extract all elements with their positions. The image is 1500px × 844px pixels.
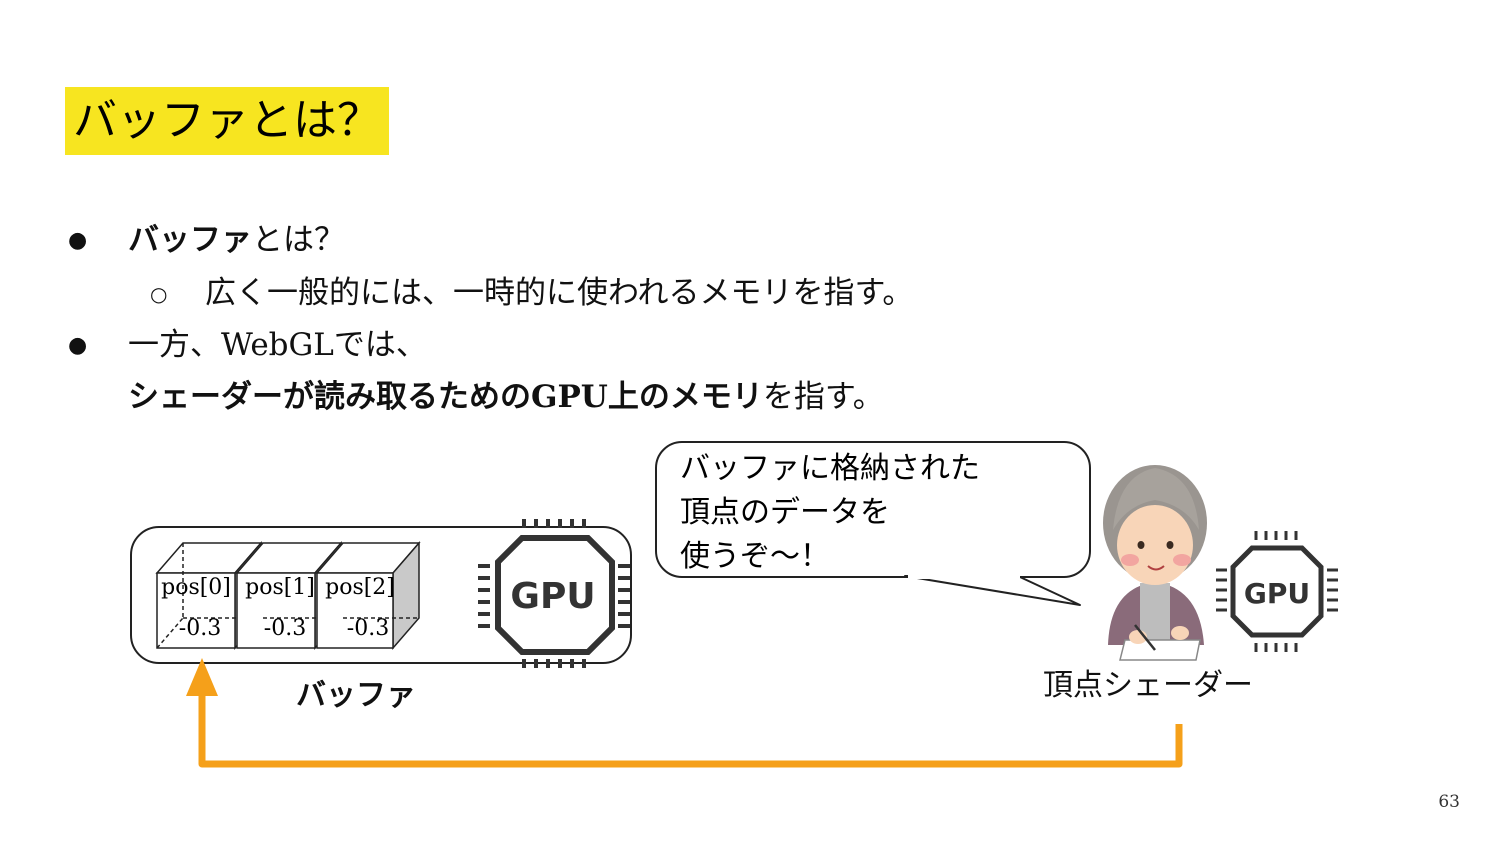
slide-title: バッファとは？ <box>65 87 389 155</box>
bullet-2-text: 一方、WebGLでは、 <box>128 327 427 363</box>
speech-line-1: バッファに格納された <box>680 451 980 486</box>
cell-value-0: -0.3 <box>179 616 221 641</box>
bullet-2-bold: シェーダーが読み取るためのGPU上のメモリ <box>128 379 763 415</box>
sub-bullet-1-text: 広く一般的には、一時的に使われるメモリを指す。 <box>205 275 914 311</box>
page-number: 63 <box>1438 792 1460 812</box>
buffer-cell-2 <box>315 540 421 651</box>
bullet-marker: ● <box>68 228 88 253</box>
person-illustration <box>1103 465 1207 661</box>
shader-label: 頂点シェーダー <box>1043 668 1253 703</box>
buffer-container <box>130 526 632 664</box>
speech-line-2: 頂点のデータを <box>680 495 890 530</box>
gpu-chip-icon <box>478 519 630 668</box>
bullet-1-bold: バッファ <box>128 222 252 258</box>
arrow-icon <box>186 658 1183 768</box>
bullet-2-continued: シェーダーが読み取るためのGPU上のメモリを指す。 <box>128 377 884 417</box>
cell-label-2: pos[2] <box>325 575 395 600</box>
cell-label-0: pos[0] <box>161 575 231 600</box>
gpu-chip-small-icon <box>1216 531 1338 652</box>
bullet-1-text: とは？ <box>252 222 345 258</box>
buffer-label: バッファ <box>296 678 416 713</box>
cell-value-2: -0.3 <box>347 616 389 641</box>
speech-line-3: 使うぞ～！ <box>680 539 830 574</box>
cell-label-1: pos[1] <box>245 575 315 600</box>
cell-value-1: -0.3 <box>264 616 306 641</box>
bullet-1: バッファとは？ <box>128 220 345 260</box>
bullet-2-text-end: を指す。 <box>762 379 884 415</box>
sub-bullet-marker: ○ <box>150 282 168 306</box>
speech-bubble <box>655 441 1091 606</box>
buffer-cells <box>155 540 421 651</box>
bullet-2: 一方、WebGLでは、 <box>128 325 427 365</box>
sub-bullet-1: 広く一般的には、一時的に使われるメモリを指す。 <box>205 273 913 313</box>
bullet-marker: ● <box>68 333 88 358</box>
gpu-chip-small-label: GPU <box>1244 577 1310 610</box>
gpu-chip-label: GPU <box>510 576 595 617</box>
